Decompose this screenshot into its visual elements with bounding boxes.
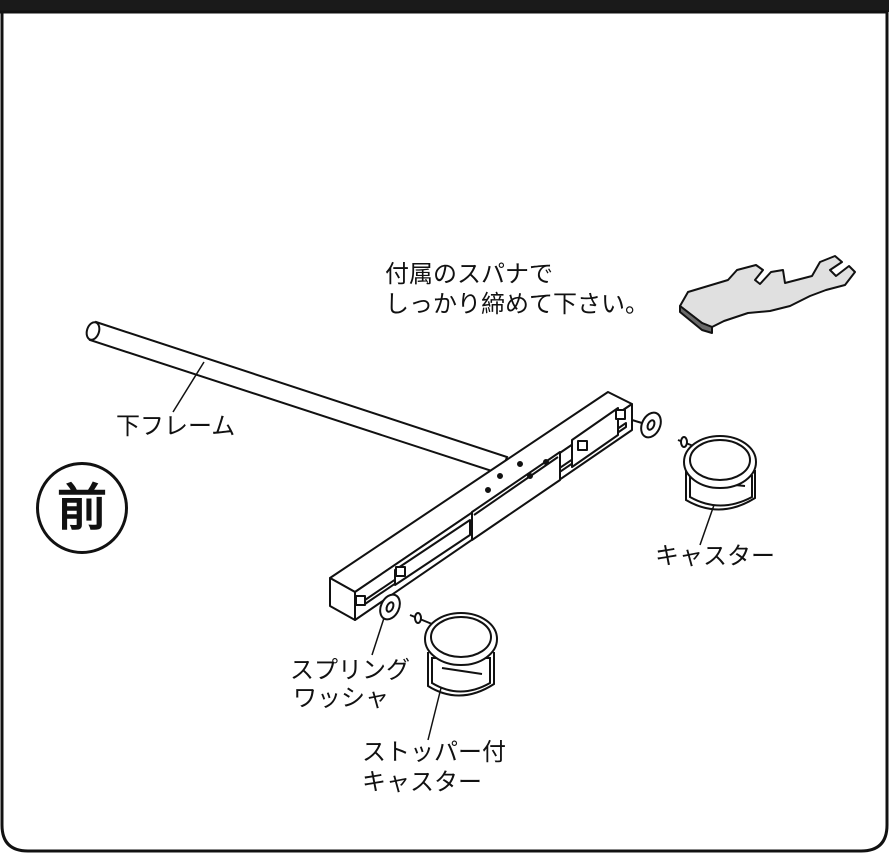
lower-frame-label: 下フレーム <box>116 412 236 440</box>
spanner-note-line1: 付属のスパナで <box>385 260 553 288</box>
spring-washer-label-line1: スプリング <box>290 656 410 684</box>
stopper-caster-leader <box>427 687 442 741</box>
spanner-note-line2: しっかり締めて下さい。 <box>385 290 649 318</box>
caster-icon <box>677 435 757 511</box>
caster-leader <box>699 504 715 546</box>
cross-beam <box>329 391 633 621</box>
lower-frame-tube <box>85 320 509 476</box>
stopper-caster-label-line1: ストッパー付 <box>362 738 506 766</box>
spring-washer-icon <box>379 593 401 621</box>
caster-label: キャスター <box>655 542 775 570</box>
stopper-caster-label-line2: キャスター <box>362 768 482 796</box>
spanner-icon <box>679 255 856 334</box>
spring-washer-leader <box>371 617 385 656</box>
stopper-caster-icon <box>409 612 498 697</box>
spring-washer-label-line2: ワッシャ <box>293 684 389 712</box>
panel-border <box>0 10 889 853</box>
front-mark-text: 前 <box>57 479 107 537</box>
front-mark: 前 <box>36 462 128 554</box>
header-band <box>0 0 889 12</box>
right-washer-icon <box>631 411 662 439</box>
lower-frame-leader <box>172 361 205 413</box>
